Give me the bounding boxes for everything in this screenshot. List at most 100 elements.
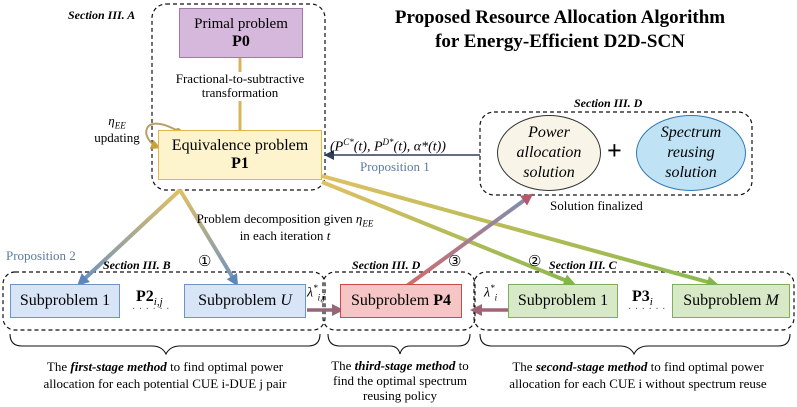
- p2-id: P2: [136, 288, 154, 305]
- lambda-i-label: λ*i: [484, 283, 498, 303]
- decomposition-label: Problem decomposition given ηEE in each …: [192, 211, 378, 244]
- desc2-line-2: allocation for each CUE i without spectr…: [509, 376, 767, 391]
- optimal-vars-pd: P: [373, 139, 383, 155]
- transformation-label: Fractional-to-subtractive transformation: [156, 71, 324, 101]
- transformation-label-line-2: transformation: [201, 85, 279, 101]
- desc1-line-2: allocation for each potential CUE i-DUE …: [43, 376, 287, 391]
- power-solution-line-1: Power: [528, 124, 570, 141]
- desc2-pre: The: [512, 359, 536, 374]
- subproblem-p4-id: P4: [433, 292, 451, 309]
- p3-subscript: i: [649, 296, 653, 309]
- solution-finalized-label: Solution finalized: [550, 198, 643, 213]
- stage2-p3-label: P3i: [632, 288, 653, 308]
- proposition-2-label: Proposition 2: [6, 248, 76, 263]
- eta-updating-text: updating: [94, 130, 140, 146]
- section-d-subproblem-frame: [322, 271, 476, 331]
- stage1-dots: · · · · · ·: [132, 304, 170, 315]
- power-solution-line-3: solution: [523, 164, 575, 181]
- stage2-description: The second-stage method to find optimal …: [482, 358, 794, 392]
- power-solution-line-2: allocation: [516, 144, 582, 161]
- stage1-subproblem-1-label: Subproblem 1: [19, 292, 111, 309]
- eta-updating-label: ηEE updating: [92, 113, 142, 146]
- section-a-frame: [151, 3, 326, 191]
- optimal-variables-label: (PC*(t), PD*(t), α*(t)): [330, 137, 446, 155]
- stage2-subproblem-1-label: Subproblem 1: [517, 292, 609, 309]
- desc3-pre: The: [331, 358, 355, 373]
- optimal-vars-pc: P: [334, 139, 344, 155]
- stage1-subproblem-1: Subproblem 1: [10, 284, 120, 318]
- subproblem-u-prefix: Subproblem: [198, 292, 281, 309]
- desc3-emphasis: third-stage method: [354, 358, 456, 373]
- spectrum-reusing-solution: Spectrum reusing solution: [636, 115, 746, 191]
- arrow-p4-to-solution: [402, 193, 534, 290]
- primal-problem-id: P0: [232, 32, 250, 50]
- stage2-dots: · · · · · ·: [628, 304, 666, 315]
- section-c-frame: [473, 271, 795, 331]
- subproblem-p4-prefix: Subproblem: [351, 292, 434, 309]
- stage1-description: The first-stage method to find optimal p…: [10, 358, 320, 392]
- proposition-1-label: Proposition 1: [360, 159, 430, 174]
- subproblem-u-var: U: [280, 292, 292, 309]
- lambda-i-symbol: λ: [484, 285, 491, 301]
- desc3-post: to: [455, 358, 469, 373]
- spectrum-solution-line-3: solution: [665, 164, 717, 181]
- brace-stage-1: [9, 333, 321, 356]
- decomposition-eta-sub: EE: [362, 218, 374, 229]
- figure-title: Proposed Resource Allocation Algorithm f…: [370, 6, 750, 54]
- section-d-top-label: Section III. D: [574, 96, 643, 110]
- section-a-label: Section III. A: [68, 8, 136, 22]
- optimal-vars-t2: (t), α*(t)): [393, 139, 446, 155]
- desc1-emphasis: first-stage method: [70, 359, 167, 374]
- eta-update-loop: [145, 122, 179, 150]
- lambda-ij-sup: *: [313, 283, 318, 293]
- eta-symbol: η: [108, 113, 115, 128]
- equivalence-problem-id: P1: [231, 155, 249, 172]
- decomposition-t: t: [326, 228, 331, 244]
- desc2-emphasis: second-stage method: [535, 359, 648, 374]
- lambda-ij-label: λ*i,j: [307, 283, 325, 303]
- p3-id: P3: [632, 288, 650, 305]
- solution-plus-sign: +: [607, 136, 622, 165]
- arrow-p1-to-subproblem-m: [321, 174, 719, 288]
- spectrum-solution-line-2: reusing: [667, 144, 715, 161]
- spectrum-solution-line-1: Spectrum: [660, 124, 722, 141]
- optimal-vars-t1: (t),: [353, 139, 374, 155]
- stage3-subproblem-p4: Subproblem P4: [340, 284, 462, 318]
- desc1-post: to find optimal power: [166, 359, 284, 374]
- subproblem-m-prefix: Subproblem: [683, 292, 766, 309]
- marker-one: ①: [198, 254, 212, 270]
- stage3-description: The third-stage method to find the optim…: [322, 358, 478, 403]
- section-d-solution-frame: [479, 111, 753, 196]
- decomposition-line-2: in each iteration: [239, 228, 327, 244]
- marker-three: ③: [448, 254, 462, 270]
- lambda-ij-sub: i,j: [317, 292, 325, 303]
- figure-title-line-1: Proposed Resource Allocation Algorithm: [394, 7, 726, 28]
- brace-stage-3: [327, 333, 471, 355]
- arrow-p1-to-subproblem-u: [178, 188, 239, 287]
- figure-title-line-2: for Energy-Efficient D2D-SCN: [435, 31, 685, 52]
- arrow-p1-to-subproblem-c1: [321, 180, 576, 286]
- optimal-vars-open: (: [330, 139, 335, 155]
- desc2-post: to find optimal power: [647, 359, 764, 374]
- brace-stage-2: [479, 333, 791, 356]
- primal-problem-label: Primal problem: [194, 15, 288, 32]
- lambda-i-sub: i: [494, 292, 498, 303]
- equivalence-problem-box: Equivalence problem P1: [158, 130, 322, 180]
- section-c-label: Section III. C: [549, 258, 617, 272]
- stage1-subproblem-u: Subproblem U: [184, 284, 306, 318]
- desc3-line-2: find the optimal spectrum: [333, 373, 467, 388]
- desc3-line-3: reusing policy: [362, 388, 437, 403]
- section-b-frame: [2, 271, 326, 331]
- power-allocation-solution: Power allocation solution: [497, 115, 601, 191]
- transformation-label-line-1: Fractional-to-subtractive: [175, 71, 305, 86]
- subproblem-m-var: M: [765, 292, 779, 309]
- optimal-vars-d-sup: D*: [382, 137, 394, 147]
- section-b-label: Section III. B: [103, 258, 171, 272]
- p2-subscript: i,j: [153, 296, 163, 309]
- lambda-ij-symbol: λ: [307, 285, 314, 301]
- arrow-p1-to-subproblem-1: [77, 188, 182, 286]
- desc1-pre: The: [46, 359, 71, 374]
- decomposition-line-1: Problem decomposition given: [196, 211, 356, 226]
